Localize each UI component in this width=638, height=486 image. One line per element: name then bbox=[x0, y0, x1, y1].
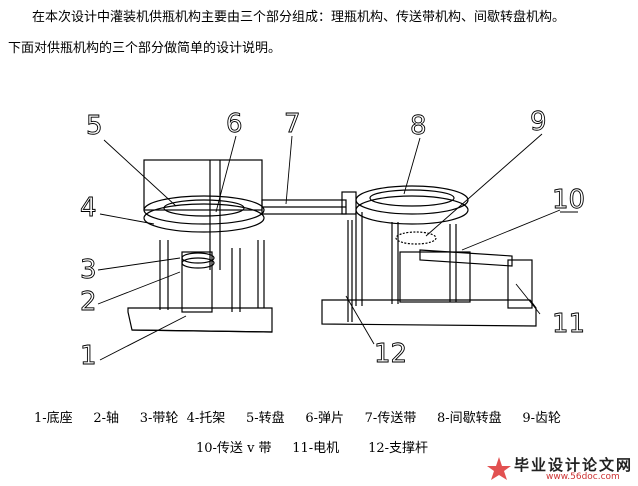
legend-item: 9-齿轮 bbox=[522, 411, 562, 426]
callout-6: 6 bbox=[226, 109, 243, 139]
callout-1: 1 bbox=[80, 341, 97, 371]
legend-item: 2-轴 bbox=[93, 411, 120, 426]
legend-item: 12-支撑杆 bbox=[368, 441, 429, 456]
legend-item: 7-传送带 bbox=[364, 411, 417, 426]
legend-item: 4-托架 bbox=[186, 411, 226, 426]
watermark: 毕业设计论文网 www.56doc.com bbox=[486, 454, 636, 484]
left-base bbox=[127, 307, 273, 333]
second-paragraph: 下面对供瓶机构的三个部分做简单的设计说明。 bbox=[8, 41, 282, 56]
callout-3: 3 bbox=[80, 255, 97, 285]
left-motor bbox=[181, 251, 213, 313]
callout-2: 2 bbox=[80, 287, 97, 317]
legend-item: 6-弹片 bbox=[305, 411, 344, 426]
callout-10: 10 bbox=[552, 185, 585, 215]
legend-item: 3-带轮 bbox=[139, 411, 179, 426]
legend-item: 10-传送 v 带 bbox=[196, 441, 272, 456]
intro-paragraph: 在本次设计中灌装机供瓶机构主要由三个部分组成：理瓶机构、传送带机构、间歇转盘机构… bbox=[32, 10, 566, 25]
legend-line-1: 1-底座 2-轴 3-带轮 4-托架 5-转盘 6-弹片 7-传送带 8-间歇转… bbox=[34, 407, 561, 426]
mechanism-drawing: 5 6 7 8 9 10 4 3 2 1 11 12 bbox=[80, 107, 586, 372]
legend-line-2: 10-传送 v 带 11-电机 12-支撑杆 bbox=[196, 437, 428, 456]
callout-9: 9 bbox=[530, 107, 547, 137]
legend-item: 1-底座 bbox=[34, 411, 73, 426]
callout-12: 12 bbox=[374, 339, 407, 369]
legend-item: 5-转盘 bbox=[245, 411, 285, 426]
callout-5: 5 bbox=[86, 111, 103, 141]
callout-7: 7 bbox=[284, 109, 301, 139]
watermark-logo-icon bbox=[487, 457, 511, 480]
callout-11: 11 bbox=[552, 309, 585, 339]
legend-item: 11-电机 bbox=[292, 441, 340, 456]
watermark-url: www.56doc.com bbox=[546, 472, 620, 482]
watermark-title: 毕业设计论文网 bbox=[514, 456, 634, 474]
legend-item: 8-间歇转盘 bbox=[437, 411, 502, 426]
callout-4: 4 bbox=[80, 193, 97, 223]
callout-8: 8 bbox=[410, 111, 427, 141]
